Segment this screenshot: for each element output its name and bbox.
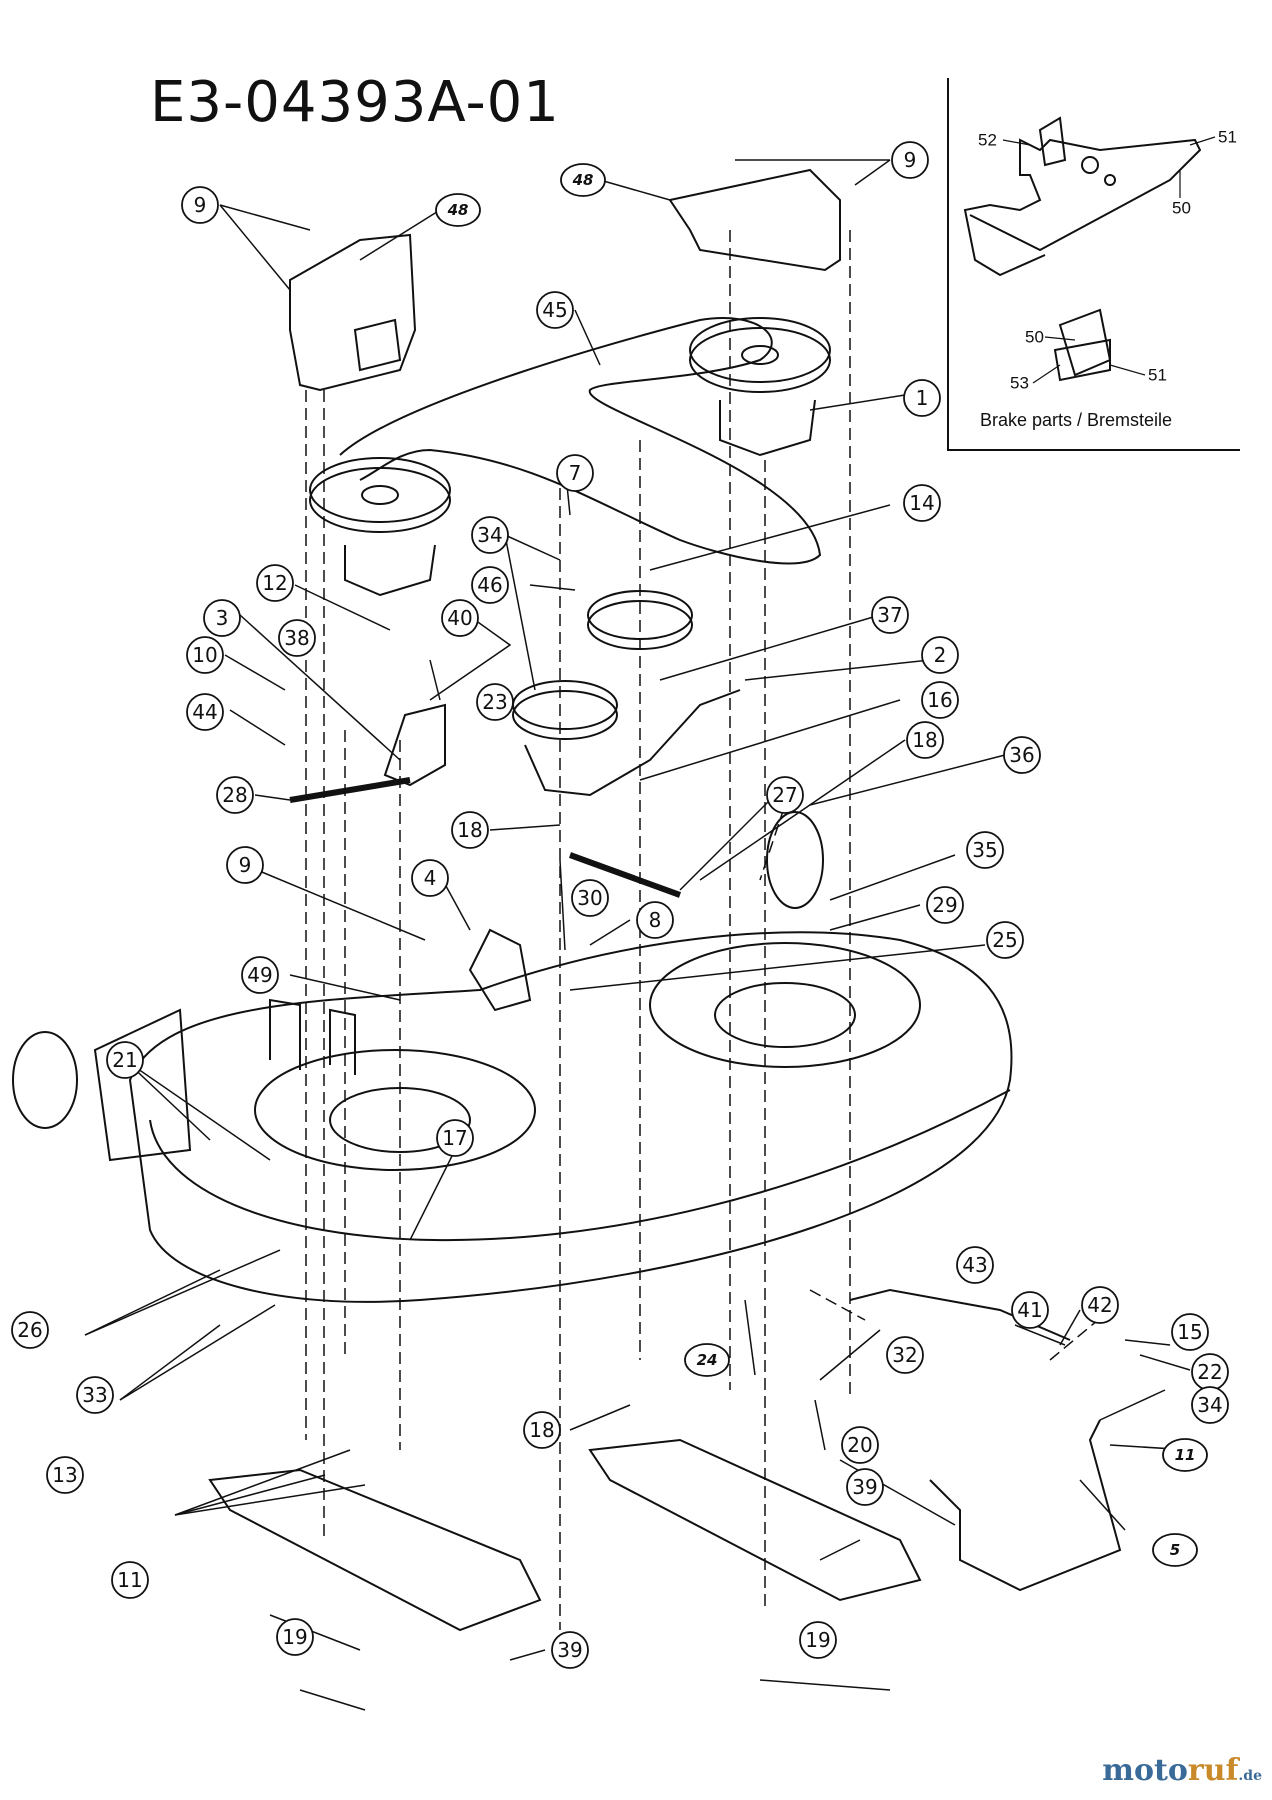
callout-label: 32: [892, 1343, 917, 1367]
blade-right: [588, 1438, 922, 1602]
watermark-part: moto: [1102, 1753, 1188, 1788]
callout-label: 28: [222, 783, 247, 807]
inset-label: 51: [1218, 128, 1237, 147]
callout-label: 48: [572, 171, 594, 189]
callout-label: 3: [216, 606, 229, 630]
callout-label: 13: [52, 1463, 77, 1487]
callout-label: 4: [424, 866, 437, 890]
left-gauge-wheel: [12, 1031, 78, 1129]
brake-bracket: [963, 138, 1202, 277]
inset-label: 50: [1172, 199, 1191, 218]
callout-label: 29: [932, 893, 957, 917]
callout-label: 9: [904, 148, 917, 172]
drawing-number: E3-04393A-01: [150, 70, 560, 135]
callout-label: 30: [577, 886, 602, 910]
right-belt-guard: [668, 168, 841, 272]
callout-label: 45: [542, 298, 567, 322]
callout-label: 40: [447, 606, 472, 630]
callout-label: 17: [442, 1126, 467, 1150]
callout-label: 23: [482, 690, 507, 714]
inset-label: 52: [978, 131, 997, 150]
callout-label: 21: [112, 1048, 137, 1072]
callout-label: 49: [247, 963, 272, 987]
inset-label: 50: [1025, 328, 1044, 347]
callout-label: 10: [192, 643, 217, 667]
callout-label: 46: [477, 573, 502, 597]
right-spindle-pulley: [689, 317, 831, 383]
callout-label: 22: [1197, 1360, 1222, 1384]
watermark-logo: motoruf.de: [1102, 1753, 1262, 1788]
callout-label: 37: [877, 603, 902, 627]
brake-pad: [1058, 308, 1112, 377]
right-gauge-wheel: [766, 811, 824, 909]
right-blade-chamber: [649, 942, 921, 1068]
callout-label: 34: [477, 523, 502, 547]
callout-label: 42: [1087, 1293, 1112, 1317]
callout-label: 18: [912, 728, 937, 752]
idler-pulley-lower: [512, 680, 618, 730]
callout-label: 18: [529, 1418, 554, 1442]
callout-label: 2: [934, 643, 947, 667]
callout-label: 20: [847, 1433, 872, 1457]
left-blade-chamber: [254, 1049, 536, 1171]
callout-label: 16: [927, 688, 952, 712]
callout-label: 9: [239, 853, 252, 877]
callout-label: 34: [1197, 1393, 1222, 1417]
inset-label: 53: [1010, 374, 1029, 393]
callout-label: 27: [772, 783, 797, 807]
left-spindle-pulley: [309, 457, 451, 523]
callout-label: 39: [557, 1638, 582, 1662]
callout-label: 5: [1170, 1541, 1180, 1559]
callout-label: 18: [457, 818, 482, 842]
callout-label: 7: [569, 461, 582, 485]
left-belt-guard: [289, 233, 417, 392]
callout-label: 19: [282, 1625, 307, 1649]
inset-frame: [947, 78, 1240, 451]
callout-label: 39: [852, 1475, 877, 1499]
callout-label: 44: [192, 700, 217, 724]
tension-spring-28: [289, 777, 411, 803]
inset-caption: Brake parts / Bremsteile: [980, 410, 1173, 430]
callout-label: 11: [117, 1568, 142, 1592]
callout-label: 14: [909, 491, 934, 515]
blade-left: [208, 1468, 542, 1632]
callout-label: 48: [447, 201, 469, 219]
callout-label: 38: [284, 626, 309, 650]
callout-label: 1: [916, 386, 929, 410]
drive-belt: [339, 317, 822, 565]
brake-tab: [1038, 116, 1067, 167]
callout-label: 26: [17, 1318, 42, 1342]
callout-label: 43: [962, 1253, 987, 1277]
callout-label: 19: [805, 1628, 830, 1652]
callout-label: 12: [262, 571, 287, 595]
callout-label: 25: [992, 928, 1017, 952]
callout-label: 41: [1017, 1298, 1042, 1322]
callout-label: 9: [194, 193, 207, 217]
callout-label: 15: [1177, 1320, 1202, 1344]
callout-label: 24: [697, 1351, 718, 1369]
callout-label: 33: [82, 1383, 107, 1407]
rod-5: [929, 1419, 1122, 1592]
callout-label: 35: [972, 838, 997, 862]
callout-label: 8: [649, 908, 662, 932]
tension-spring-27: [568, 852, 682, 898]
callout-label: 36: [1009, 743, 1034, 767]
watermark-part: ruf: [1187, 1753, 1239, 1788]
idler-bracket: [383, 703, 446, 787]
mower-deck: [128, 931, 1013, 1303]
inset-label: 51: [1148, 366, 1167, 385]
callout-label: 11: [1175, 1446, 1196, 1464]
watermark-part: .de: [1238, 1768, 1262, 1784]
